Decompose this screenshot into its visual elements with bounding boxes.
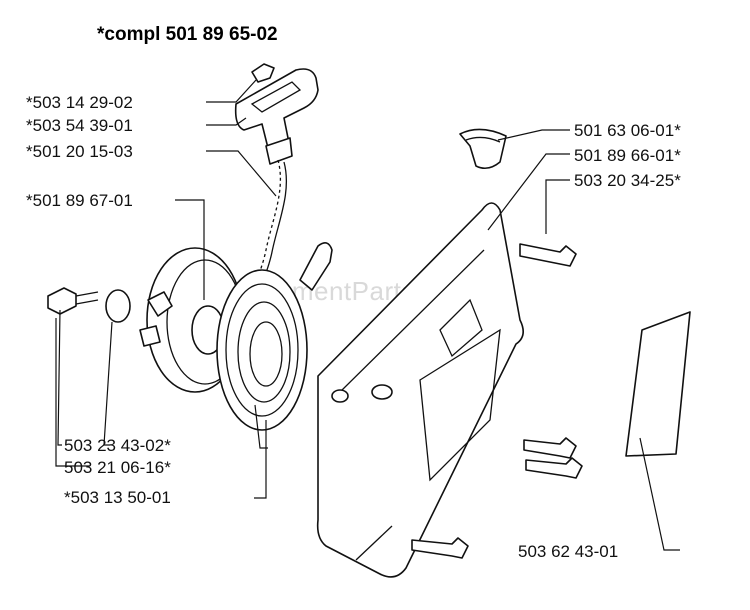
label-handle-insert: *503 14 29-02 [26,93,133,112]
starter-cover [316,202,524,578]
label-starter-rope: *501 20 15-03 [26,142,133,161]
label-rope-pulley: *501 89 67-01 [26,191,133,210]
cover-screw-mid [523,437,577,459]
pulley-screw [47,287,99,315]
cover-screw-top [519,243,577,267]
label-decal: 503 62 43-01 [518,542,618,561]
label-starter-cover: 501 89 66-01* [574,146,681,165]
leader-lines [55,79,680,551]
label-washer: 503 23 43-02* [64,436,171,455]
label-pulley-screw: 503 21 06-16* [64,458,171,477]
recoil-spring [216,242,333,431]
decal [625,311,691,457]
starter-handle [234,68,319,165]
label-starter-handle: *503 54 39-01 [26,116,133,135]
label-cover-screw: 503 20 34-25* [574,171,681,190]
cover-plug [459,128,507,170]
label-cover-plug: 501 63 06-01* [574,121,681,140]
cover-screw-bottom [411,537,469,559]
washer [105,289,131,323]
label-recoil-spring: *503 13 50-01 [64,488,171,507]
assembly-title: *compl 501 89 65-02 [97,24,278,45]
cover-screw-low [525,457,583,479]
handle-insert [251,63,275,83]
